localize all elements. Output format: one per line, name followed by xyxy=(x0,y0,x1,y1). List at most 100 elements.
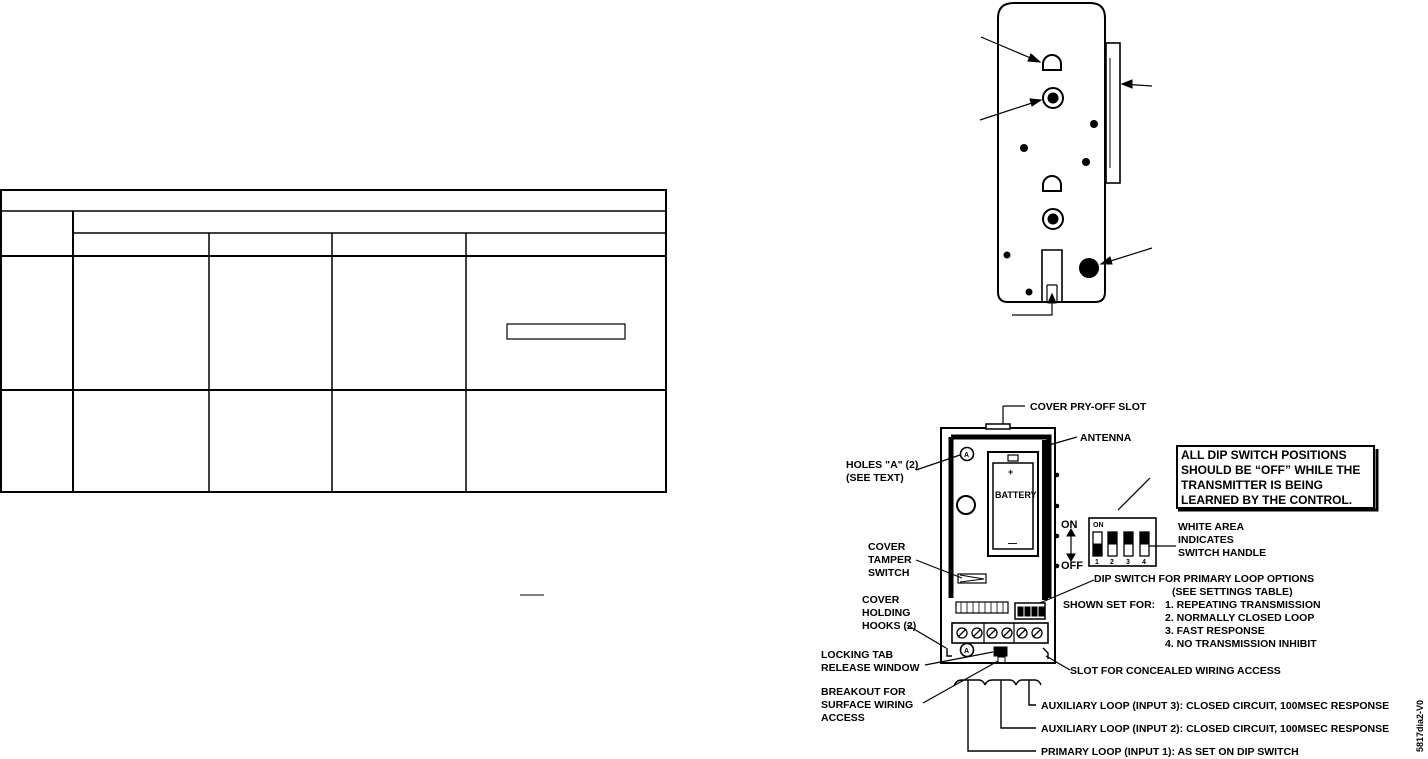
rivet-dot xyxy=(1090,120,1098,128)
dip-toggle-3-handle xyxy=(1123,531,1134,545)
pry-off-slot xyxy=(985,423,1011,430)
side-pin xyxy=(1054,503,1060,509)
leader-line xyxy=(1012,296,1053,316)
label-see-settings-table: (SEE SETTINGS TABLE) xyxy=(1172,586,1293,598)
circuit-board-trace xyxy=(951,434,1052,598)
figure-id: 5817dia2-V0 xyxy=(1415,700,1425,752)
label-cover-holding-hooks: COVER HOLDING HOOKS (2) xyxy=(862,594,916,632)
leader-line xyxy=(922,660,999,704)
label-slot-concealed: SLOT FOR CONCEALED WIRING ACCESS xyxy=(1070,665,1281,677)
label-cover-tamper-switch: COVER TAMPER SWITCH xyxy=(868,541,914,579)
on-label: ON xyxy=(1061,519,1078,531)
setting-1: 1. REPEATING TRANSMISSION xyxy=(1165,599,1321,611)
dip-number-4: 4 xyxy=(1142,559,1146,566)
tamper-switch xyxy=(957,573,987,584)
transmitter-back-view xyxy=(979,2,1153,316)
dip-toggle-2-handle xyxy=(1107,531,1118,545)
dip-switch-slot xyxy=(1038,606,1045,617)
label-primary-loop: PRIMARY LOOP (INPUT 1): AS SET ON DIP SW… xyxy=(1041,746,1299,758)
rivet-dot xyxy=(1082,158,1090,166)
dip-on-small: ON xyxy=(1093,522,1104,529)
leader-line xyxy=(915,559,963,579)
label-aux-loop-3: AUXILIARY LOOP (INPUT 3): CLOSED CIRCUIT… xyxy=(1041,700,1389,712)
antenna-tab xyxy=(1042,444,1050,458)
holding-hook xyxy=(946,648,952,657)
label-holes-a: HOLES "A" (2) (SEE TEXT) xyxy=(846,459,921,484)
label-dip-primary: DIP SWITCH FOR PRIMARY LOOP OPTIONS xyxy=(1094,573,1314,585)
side-pin xyxy=(1054,563,1060,569)
settings-table xyxy=(0,189,667,596)
primary-loop-line xyxy=(967,680,1036,752)
back-housing-outline xyxy=(997,2,1106,303)
battery-plus: + xyxy=(1008,467,1013,477)
label-aux-loop-2: AUXILIARY LOOP (INPUT 2): CLOSED CIRCUIT… xyxy=(1041,723,1389,735)
leader-line xyxy=(906,624,947,649)
mounting-hole-lower xyxy=(1042,208,1064,230)
breakout-tab xyxy=(997,656,1006,664)
battery-terminal xyxy=(1007,454,1019,462)
off-label: OFF xyxy=(1061,560,1083,572)
dip-number-1: 1 xyxy=(1095,559,1099,566)
label-cover-pry-off-slot: COVER PRY-OFF SLOT xyxy=(1030,401,1147,413)
arrowhead xyxy=(1027,53,1042,63)
leader-line xyxy=(1039,579,1095,604)
label-antenna: ANTENNA xyxy=(1080,432,1132,444)
mounting-hole-upper xyxy=(1042,87,1064,109)
battery-cell xyxy=(992,462,1034,550)
arrowhead xyxy=(1047,292,1057,304)
battery-holder xyxy=(987,451,1039,557)
arrowhead xyxy=(1120,79,1133,89)
arrowhead xyxy=(1029,98,1043,107)
side-pin xyxy=(1054,472,1060,478)
rivet-dot xyxy=(1020,144,1028,152)
dip-instruction-box xyxy=(1176,445,1375,509)
round-knockout xyxy=(956,495,976,515)
dip-toggle-1-handle xyxy=(1092,543,1103,557)
label-breakout: BREAKOUT FOR SURFACE WIRING ACCESS xyxy=(821,686,916,724)
tamper-switch-lever xyxy=(959,574,985,583)
leader-line xyxy=(1048,436,1078,446)
locking-tab-window xyxy=(993,646,1008,657)
hole-a-bottom-mark: A xyxy=(964,648,969,655)
label-white-area: WHITE AREA INDICATES SWITCH HANDLE xyxy=(1178,521,1266,559)
table-outer-border xyxy=(0,189,667,493)
setting-4: 4. NO TRANSMISSION INHIBIT xyxy=(1165,638,1317,650)
large-knockout xyxy=(1079,258,1099,278)
aux-loop-3-line xyxy=(1028,680,1036,706)
off-arrowhead xyxy=(1066,553,1076,563)
arrowhead xyxy=(1099,256,1113,265)
dip-switch-slot xyxy=(1031,606,1038,617)
aux-loop-2-line xyxy=(1000,680,1036,729)
leader-line xyxy=(1045,655,1071,671)
dip-number-3: 3 xyxy=(1126,559,1130,566)
hole-a-lower xyxy=(1042,175,1062,192)
hole-a-top-mark: A xyxy=(964,452,969,459)
dip-toggle-4-handle xyxy=(1139,531,1150,545)
leader-line xyxy=(1117,477,1151,511)
side-pin xyxy=(1054,533,1060,539)
terminal-strip xyxy=(951,622,1049,644)
hole-a-top xyxy=(959,446,975,462)
dip-switch-block xyxy=(1014,602,1046,620)
antenna-tab xyxy=(1042,577,1050,593)
dip-switch-slot xyxy=(1024,606,1031,617)
battery-minus: — xyxy=(1008,538,1017,548)
connector-strip xyxy=(955,601,1009,614)
wire-bracket xyxy=(953,679,986,687)
dip-number-2: 2 xyxy=(1110,559,1114,566)
terminal-screws xyxy=(956,627,1043,639)
label-shown-set-for: SHOWN SET FOR: xyxy=(1063,599,1155,611)
front-view-diagram xyxy=(906,405,1379,752)
side-rail xyxy=(1105,42,1121,184)
rivet-dot xyxy=(1025,288,1033,296)
connector-pins xyxy=(960,602,1004,613)
table-inset-box xyxy=(506,323,626,340)
mounting-hole-upper-core xyxy=(1047,92,1059,104)
dip-switch-detail xyxy=(1088,517,1157,567)
setting-3: 3. FAST RESPONSE xyxy=(1165,625,1265,637)
box-shadow xyxy=(1178,449,1379,512)
leader-line xyxy=(915,454,961,471)
on-arrowhead xyxy=(1066,527,1076,537)
battery-label: BATTERY xyxy=(995,490,1037,500)
label-locking-tab: LOCKING TAB RELEASE WINDOW xyxy=(821,649,920,674)
